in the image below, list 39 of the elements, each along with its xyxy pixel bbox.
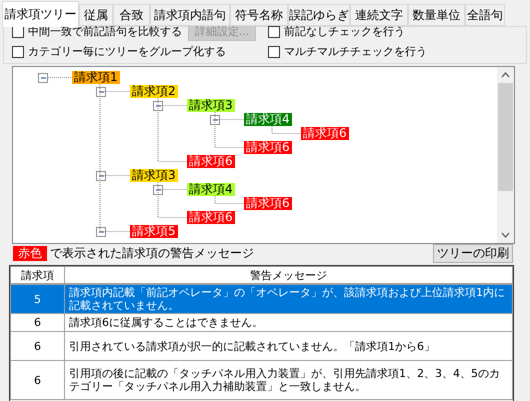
tab: 請求項内語句 xyxy=(150,4,230,26)
tab: 全語句 xyxy=(465,4,505,26)
table-cell: 6 xyxy=(10,331,65,361)
tree-item: 請求項6 xyxy=(244,141,292,154)
tab: 合致 xyxy=(113,4,150,26)
tab: 数量単位 xyxy=(408,4,465,26)
checkbox: マルチマルチチェックを行う xyxy=(268,44,427,60)
print-button: ツリーの印刷 xyxy=(433,244,513,263)
checkbox: 前記なしチェックを行う xyxy=(268,24,405,40)
tab: 誤記ゆらぎ xyxy=(288,4,350,26)
table-cell: 6 xyxy=(10,360,65,400)
table-cell: 請求項6に従属することはできません。 xyxy=(64,313,513,332)
table-cell: 請求項内記載「前記オペレータ」の「オペレータ」が、該請求項および上位請求項1内に記載されていません。 xyxy=(64,284,513,314)
tree-item: 請求項5 xyxy=(130,225,178,238)
column-header: 警告メッセージ xyxy=(64,266,513,285)
tree-item: 請求項4 xyxy=(244,113,292,126)
tree-item: 請求項6 xyxy=(187,155,235,168)
tab: 従属 xyxy=(79,4,113,26)
table-cell: 引用項の後に記載の「タッチパネル用入力装置」が、引用先請求項1、2、3、4、5のカテゴリー「タッチパネル用入力補助装置」と一致しません。 xyxy=(64,360,513,400)
tree-item: 請求項3 xyxy=(130,169,178,182)
highlight-label: 赤色 xyxy=(13,246,47,261)
table-cell: 6 xyxy=(10,313,65,332)
tree-item: 請求項6 xyxy=(187,211,235,224)
tree-item: 請求項6 xyxy=(244,197,292,210)
table-cell: 5 xyxy=(10,284,65,314)
tab: 請求項ツリー xyxy=(2,1,79,27)
tree-item: 請求項1 xyxy=(72,71,120,84)
tab: 符号名称 xyxy=(230,4,288,26)
checkbox: カテゴリー毎にツリーをグループ化する xyxy=(12,44,226,60)
table-cell: 引用されている請求項が択一的に記載されていません。「請求項1から6」 xyxy=(64,331,513,361)
tab: 連続文字 xyxy=(350,4,408,26)
tree-line xyxy=(272,126,302,134)
tree-item: 請求項3 xyxy=(187,99,235,112)
tree-item: 請求項2 xyxy=(130,85,178,98)
tree-item: 請求項4 xyxy=(187,183,235,196)
caption-text: で表示された請求項の警告メッセージ xyxy=(50,246,255,261)
tree-item: 請求項6 xyxy=(301,127,349,140)
column-header: 請求項 xyxy=(10,266,65,285)
tree-line xyxy=(214,196,244,204)
